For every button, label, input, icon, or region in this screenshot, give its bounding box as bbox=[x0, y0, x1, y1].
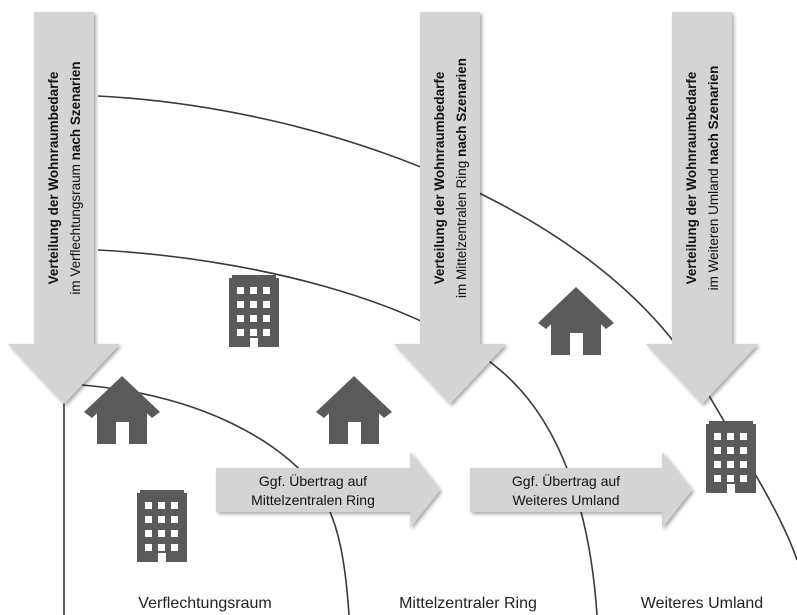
scenario-arrow-subtitle: im Mittelzentralen Ring nach Szenarien bbox=[454, 58, 469, 298]
scenario-arrow-title: Verteilung der Wohnraumbedarfe bbox=[432, 71, 447, 284]
zone-label-weiteres-umland: Weiteres Umland bbox=[641, 595, 763, 612]
zone-label-verflechtungsraum: Verflechtungsraum bbox=[138, 595, 271, 612]
scenario-arrow-subtitle: im Weiteren Umland nach Szenarien bbox=[706, 66, 721, 291]
scenario-arrow-verflechtungsraum: Verteilung der Wohnraumbedarfe im Verfle… bbox=[8, 12, 120, 404]
scenario-arrow-title: Verteilung der Wohnraumbedarfe bbox=[46, 71, 61, 284]
scenario-arrow-weiteres-umland: Verteilung der Wohnraumbedarfe im Weiter… bbox=[646, 12, 758, 404]
apartment-building-icon bbox=[137, 490, 187, 562]
transfer-arrow-line1: Ggf. Übertrag auf bbox=[512, 472, 620, 489]
scenario-arrow-mittelzentraler-ring: Verteilung der Wohnraumbedarfe im Mittel… bbox=[394, 12, 506, 404]
transfer-arrow-line2: Mittelzentralen Ring bbox=[251, 492, 375, 508]
zone-label-mittelzentraler-ring: Mittelzentraler Ring bbox=[399, 595, 537, 612]
scenario-arrow-emphasis: nach Szenarien bbox=[68, 61, 83, 160]
scenario-arrow-emphasis: nach Szenarien bbox=[454, 58, 469, 157]
transfer-arrow-weiteres-umland: Ggf. Übertrag auf Weiteres Umland bbox=[470, 452, 692, 528]
apartment-building-icon bbox=[229, 275, 279, 347]
transfer-arrow-line1: Ggf. Übertrag auf bbox=[259, 472, 367, 489]
scenario-arrow-region: im Mittelzentralen Ring bbox=[454, 157, 469, 298]
house-icon bbox=[316, 376, 392, 444]
transfer-arrow-mittelzentraler-ring: Ggf. Übertrag auf Mittelzentralen Ring bbox=[216, 452, 440, 528]
transfer-arrow-line2: Weiteres Umland bbox=[512, 492, 619, 508]
scenario-arrow-region: im Verflechtungsraum bbox=[68, 160, 83, 294]
scenario-arrow-subtitle: im Verflechtungsraum nach Szenarien bbox=[68, 61, 83, 294]
scenario-arrow-title: Verteilung der Wohnraumbedarfe bbox=[684, 71, 699, 284]
apartment-building-icon bbox=[706, 421, 756, 493]
scenario-arrow-emphasis: nach Szenarien bbox=[706, 66, 721, 165]
scenario-arrow-region: im Weiteren Umland bbox=[706, 165, 721, 291]
house-icon bbox=[538, 287, 614, 355]
outer-ring-curve bbox=[97, 95, 797, 561]
